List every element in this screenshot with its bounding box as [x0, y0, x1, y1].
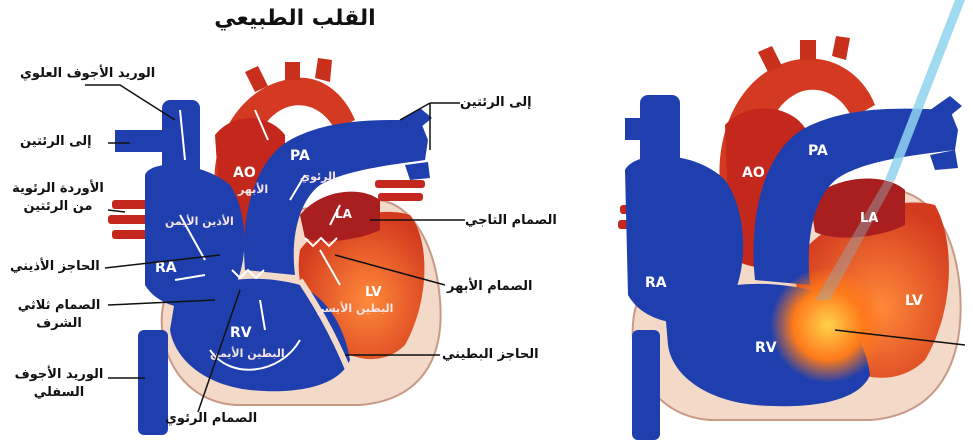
- label-aortic-valve: الصمام الأبهر: [447, 278, 532, 296]
- defect-heart: AO PA LA RA RV LV: [618, 0, 965, 440]
- normal-ao-label: AO: [233, 165, 256, 181]
- defect-rv-label: RV: [755, 340, 777, 356]
- label-pulmonary-valve: الصمام الرئوي: [165, 410, 257, 428]
- defect-ra-label: RA: [645, 275, 667, 291]
- normal-lv-ar: البطين الأيسر: [317, 301, 393, 315]
- defect-lv-label: LV: [905, 293, 923, 309]
- label-pulmonary-veins: الأوردة الرئوية من الرئتين: [8, 180, 108, 215]
- normal-ra-ar: الأذين الأيمن: [165, 214, 234, 228]
- normal-pulmonary-veins-right: [375, 180, 425, 201]
- label-mitral-valve: الصمام التاجي: [465, 212, 557, 230]
- label-ventricular-septum: الحاجز البطيني: [442, 346, 539, 364]
- label-atrial-septum: الحاجز الأذيني: [10, 258, 100, 276]
- normal-lv-label: LV: [365, 285, 382, 300]
- normal-rv-ar: البطين الأيمن: [210, 346, 285, 360]
- normal-heart: AO الأبهر PA الرئوي LA RA الأذين الأيمن …: [108, 58, 441, 435]
- normal-ao-ar: الأبهر: [237, 182, 268, 196]
- label-to-lungs-right: إلى الرئتين: [460, 94, 532, 112]
- normal-pa-ar: الرئوي: [300, 170, 336, 183]
- defect-pa-label: PA: [808, 143, 828, 159]
- defect-ao-label: AO: [742, 165, 765, 181]
- normal-rv-label: RV: [230, 325, 252, 341]
- normal-pa-label: PA: [290, 148, 310, 164]
- label-ivc: الوريد الأجوف السفلي: [10, 366, 108, 401]
- label-svc: الوريد الأجوف العلوي: [20, 65, 155, 83]
- normal-ivc: [138, 330, 168, 435]
- label-tricuspid-valve: الصمام ثلاثي الشرف: [10, 297, 108, 332]
- defect-ivc: [632, 330, 660, 440]
- normal-la-label: LA: [335, 207, 353, 221]
- defect-left-vessel: [625, 118, 675, 140]
- label-to-lungs-left: إلى الرئتين: [20, 133, 92, 151]
- defect-la-label: LA: [860, 211, 878, 226]
- normal-to-lungs-left: [115, 130, 175, 152]
